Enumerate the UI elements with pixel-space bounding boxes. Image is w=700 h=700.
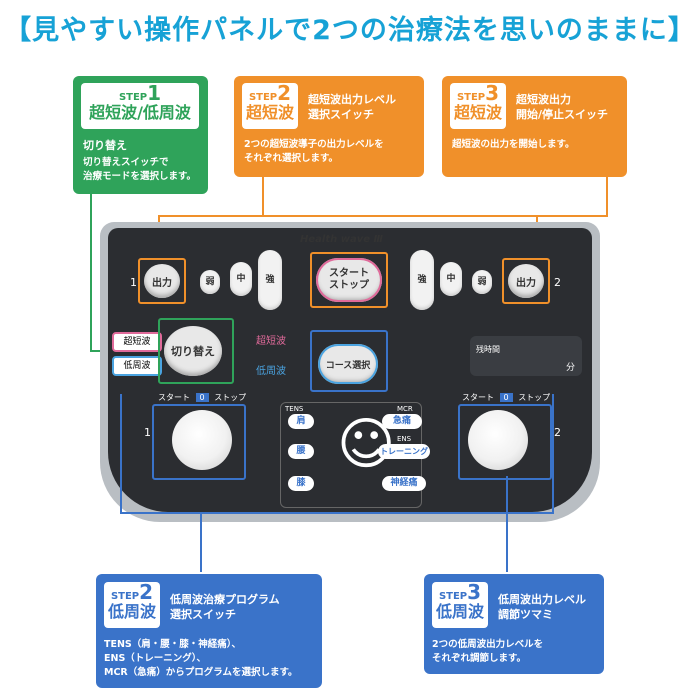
channel-left-label: 1 — [130, 276, 137, 289]
step2-number: STEP2 — [248, 81, 292, 105]
program-neuralgia-button[interactable]: 神経痛 — [382, 476, 426, 491]
output-right-button[interactable]: 出力 — [508, 264, 544, 298]
orange-bracket — [158, 215, 536, 217]
program-panel: TENS MCR ENS ☺ — [280, 402, 422, 508]
mode-switch-button[interactable]: 切り替え — [164, 326, 222, 376]
start-stop-highlight — [310, 252, 388, 308]
mid-right-button[interactable]: 中 — [440, 262, 462, 296]
step1-title: 切り替え — [83, 139, 127, 152]
green-connector — [90, 194, 92, 352]
step3-lowfreq-number: STEP3 — [438, 580, 482, 604]
step3-lowfreq-label: 低周波 — [435, 602, 484, 621]
mode-lowfreq-indicator: 低周波 — [112, 356, 162, 376]
ens-label: ENS — [397, 435, 412, 443]
knob-right-highlight — [458, 404, 552, 480]
knob-right-scale: スタート 0 ストップ — [462, 392, 550, 403]
course-select-button[interactable]: コース選択 — [318, 344, 378, 384]
strong-right-button[interactable]: 強 — [410, 250, 434, 310]
step2-lowfreq-number: STEP2 — [110, 580, 154, 604]
brand-label: Health wave Ⅲ — [300, 234, 383, 245]
step1-desc: 切り替えスイッチで 治療モードを選択します。 — [83, 157, 197, 182]
knob-right-zero: 0 — [499, 393, 513, 402]
headline: 【見やすい操作パネルで2つの治療法を思いのままに】 — [4, 15, 696, 46]
step2-lowfreq-card: STEP2 低周波 低周波治療プログラム 選択スイッチ TENS（肩・腰・膝・神… — [96, 574, 322, 688]
step3-title: 超短波出力 開始/停止スイッチ — [516, 93, 609, 121]
step3-desc: 超短波の出力を開始します。 — [452, 139, 575, 150]
step1-number: STEP1 — [118, 81, 162, 105]
step2-lowfreq-badge: STEP2 低周波 — [104, 582, 160, 628]
step2-shortwave-card: STEP2 超短波 超短波出力レベル 選択スイッチ 2つの超短波導子の出力レベル… — [234, 76, 424, 177]
step3-lowfreq-title: 低周波出力レベル 調節ツマミ — [498, 593, 586, 621]
program-training-button[interactable]: トレーニング — [378, 444, 430, 459]
step3-number: STEP3 — [456, 81, 500, 105]
knob-left-zero: 0 — [195, 393, 209, 402]
lowfreq-bracket — [120, 394, 554, 514]
blue-connector-left — [200, 512, 202, 572]
knob-left-start: スタート — [158, 393, 190, 402]
mode-switch-highlight — [158, 318, 234, 384]
step2-badge: STEP2 超短波 — [242, 83, 298, 129]
strong-left-button[interactable]: 強 — [258, 250, 282, 310]
step3-badge: STEP3 超短波 — [450, 83, 506, 129]
step2-label: 超短波 — [245, 103, 294, 122]
step3-lowfreq-badge: STEP3 低周波 — [432, 582, 488, 628]
step2-lowfreq-desc: TENS（肩・腰・膝・神経痛）、 ENS（トレーニング）、 MCR（急痛）からプ… — [104, 639, 298, 678]
knob-right-channel: 2 — [554, 426, 561, 439]
knob-left-channel: 1 — [144, 426, 151, 439]
step3-lowfreq-card: STEP3 低周波 低周波出力レベル 調節ツマミ 2つの低周波出力レベルを それ… — [424, 574, 604, 674]
output-knob-left[interactable] — [172, 410, 232, 470]
channel-right-label: 2 — [554, 276, 561, 289]
weak-right-button[interactable]: 弱 — [472, 270, 492, 294]
timer-display: 残時間 分 — [470, 336, 582, 376]
step2-lowfreq-title: 低周波治療プログラム 選択スイッチ — [170, 593, 280, 621]
output-right-highlight — [502, 258, 550, 304]
mcr-label: MCR — [397, 405, 413, 413]
start-stop-button[interactable]: スタート ストップ — [316, 258, 382, 302]
output-knob-right[interactable] — [468, 410, 528, 470]
step3-label: 超短波 — [453, 103, 502, 122]
orange-bracket-right2 — [536, 215, 608, 217]
step1-switch-card: STEP1 超短波/低周波 切り替え 切り替えスイッチで 治療モードを選択します… — [73, 76, 208, 194]
mid-left-button[interactable]: 中 — [230, 262, 252, 296]
lowfreq-text: 低周波 — [256, 366, 286, 377]
output-left-highlight — [138, 258, 186, 304]
step2-lowfreq-label: 低周波 — [107, 602, 156, 621]
start-stop-label: スタート ストップ — [329, 268, 369, 291]
weak-left-button[interactable]: 弱 — [200, 270, 220, 294]
step1-label: 超短波/低周波 — [89, 103, 191, 122]
tens-label: TENS — [285, 405, 304, 413]
step2-title: 超短波出力レベル 選択スイッチ — [308, 93, 396, 121]
program-acute-button[interactable]: 急痛 — [382, 414, 422, 429]
output-left-button[interactable]: 出力 — [144, 264, 180, 298]
step1-badge: STEP1 超短波/低周波 — [81, 83, 199, 129]
shortwave-text: 超短波 — [256, 336, 286, 347]
program-shoulder-button[interactable]: 肩 — [288, 414, 314, 429]
step3-lowfreq-desc: 2つの低周波出力レベルを それぞれ調節します。 — [432, 639, 544, 664]
blue-connector-right — [506, 476, 508, 572]
step3-shortwave-card: STEP3 超短波 超短波出力 開始/停止スイッチ 超短波の出力を開始します。 — [442, 76, 627, 177]
knob-right-stop: ストップ — [518, 393, 551, 402]
knob-left-stop: ストップ — [214, 393, 247, 402]
knob-right-start: スタート — [462, 393, 494, 402]
program-knee-button[interactable]: 膝 — [288, 476, 314, 491]
timer-label: 残時間 — [476, 345, 500, 354]
course-select-highlight — [310, 330, 388, 392]
knob-left-scale: スタート 0 ストップ — [158, 392, 246, 403]
program-back-button[interactable]: 腰 — [288, 444, 314, 459]
timer-unit: 分 — [566, 363, 576, 373]
orange-connector-3 — [606, 177, 608, 215]
step2-desc: 2つの超短波導子の出力レベルを それぞれ選択します。 — [244, 139, 384, 164]
knob-left-highlight — [152, 404, 246, 480]
orange-connector-2 — [262, 177, 264, 215]
mode-shortwave-indicator: 超短波 — [112, 332, 162, 352]
